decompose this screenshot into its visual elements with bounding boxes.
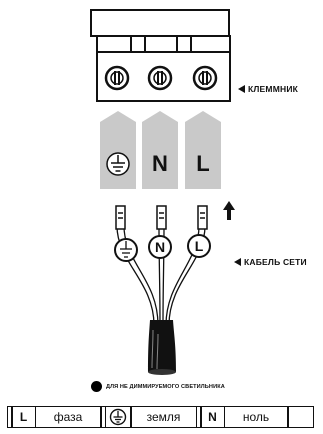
up-arrow-icon bbox=[223, 201, 235, 220]
cable-end bbox=[148, 369, 176, 375]
cable-sheath-highlights bbox=[151, 329, 159, 370]
pointer-left-icon bbox=[238, 85, 245, 93]
dimming-note: ДЛЯ НЕ ДИММИРУЕМОГО СВЕТИЛЬНИКА bbox=[106, 384, 225, 390]
terminal-screw-2 bbox=[147, 65, 173, 91]
legend-phase-code: L bbox=[19, 410, 28, 424]
cable-neutral-letter: N bbox=[154, 239, 166, 255]
terminal-block-label: КЛЕММНИК bbox=[238, 84, 298, 94]
cable-ground-terminal bbox=[114, 238, 138, 262]
cable-sheath bbox=[148, 320, 176, 372]
legend-table: L фаза земля N ноль bbox=[7, 406, 314, 428]
legend-earth-icon bbox=[106, 407, 130, 427]
neutral-arrow-letter: N bbox=[152, 151, 168, 176]
terminal-block-label-text: КЛЕММНИК bbox=[248, 84, 299, 94]
terminal-block bbox=[90, 9, 231, 102]
neutral-arrow bbox=[142, 111, 178, 189]
terminal-screw-1 bbox=[104, 65, 130, 91]
cable-label-text: КАБЕЛЬ СЕТИ bbox=[244, 257, 307, 267]
cable-label: КАБЕЛЬ СЕТИ bbox=[234, 257, 307, 267]
phase-arrow-letter: L bbox=[196, 151, 210, 176]
ground-symbol-icon bbox=[109, 408, 127, 426]
cable-neutral-terminal bbox=[148, 235, 172, 259]
cable-phase-terminal bbox=[187, 234, 211, 258]
wire-tips bbox=[115, 205, 208, 230]
legend-neutral-label: ноль bbox=[242, 410, 270, 424]
cable-phase-letter: L bbox=[194, 238, 204, 254]
ground-arrow bbox=[100, 111, 136, 189]
terminal-screw-3 bbox=[192, 65, 218, 91]
pointer-left-icon bbox=[234, 258, 241, 266]
ground-symbol-icon bbox=[106, 152, 130, 176]
phase-arrow bbox=[185, 111, 221, 189]
legend-earth-label: земля bbox=[146, 410, 181, 424]
bullet-dot-icon bbox=[91, 381, 102, 392]
legend-neutral-code: N bbox=[208, 410, 217, 424]
legend-phase-label: фаза bbox=[53, 410, 83, 424]
